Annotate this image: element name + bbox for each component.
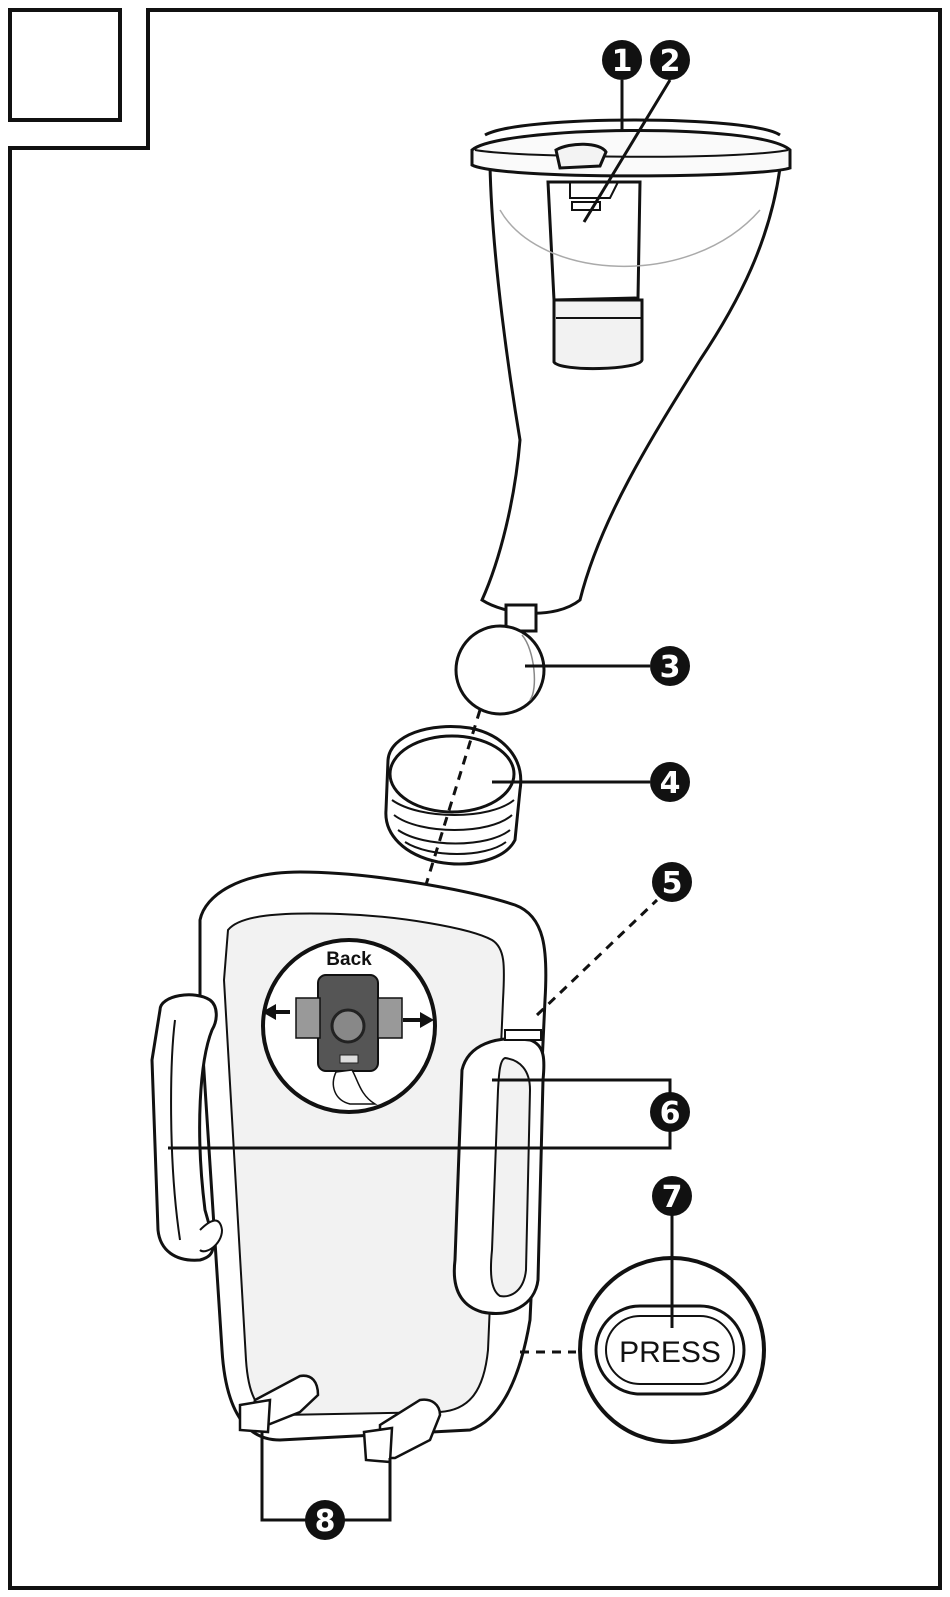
callout-3: 3 <box>650 646 690 686</box>
callout-8: 8 <box>305 1500 345 1540</box>
callout-5: 5 <box>652 862 692 902</box>
callout-6: 6 <box>650 1092 690 1132</box>
svg-text:8: 8 <box>315 1504 336 1539</box>
callout-4: 4 <box>650 762 690 802</box>
back-label: Back <box>326 949 372 970</box>
callout-2: 2 <box>650 40 690 80</box>
suction-cup-mount <box>472 120 790 631</box>
svg-text:3: 3 <box>660 650 681 685</box>
svg-text:5: 5 <box>662 866 683 901</box>
svg-text:7: 7 <box>662 1180 683 1215</box>
svg-text:1: 1 <box>612 44 633 79</box>
callout-1: 1 <box>602 40 642 80</box>
lock-nut <box>386 727 521 864</box>
callout-7: 7 <box>652 1176 692 1216</box>
ball-joint <box>456 626 544 714</box>
svg-text:2: 2 <box>660 44 681 79</box>
back-instruction: Back <box>262 940 435 1112</box>
press-label: PRESS <box>619 1336 721 1369</box>
svg-text:4: 4 <box>660 766 681 801</box>
svg-text:6: 6 <box>660 1096 681 1131</box>
